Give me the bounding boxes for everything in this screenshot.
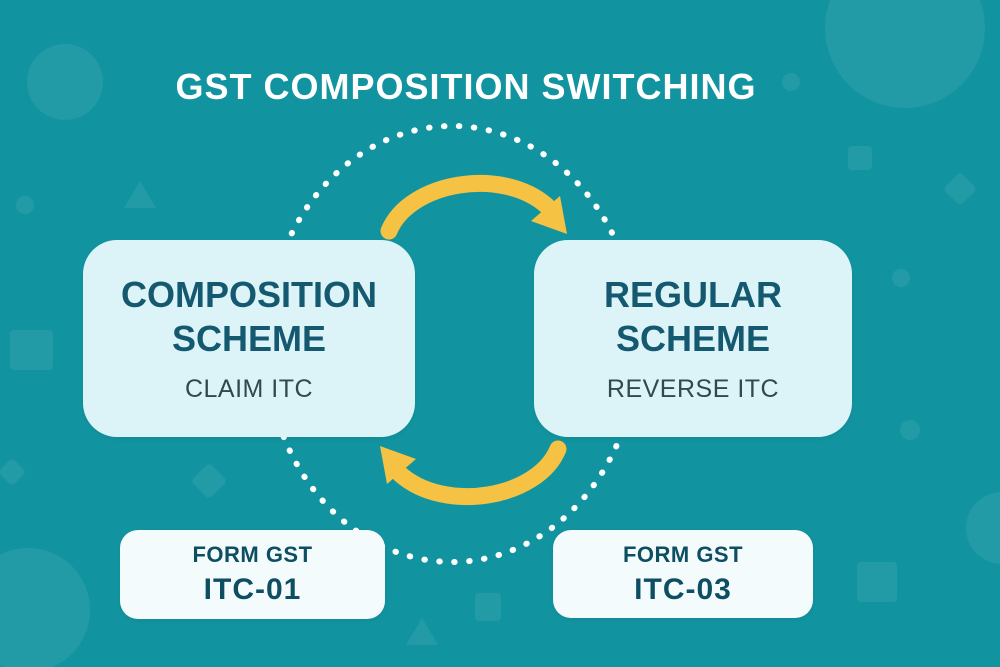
page-title: GST COMPOSITION SWITCHING — [175, 66, 757, 107]
itc01-text: ITC-01 — [203, 573, 302, 606]
decor-square-icon — [857, 562, 897, 602]
decor-circle-icon — [16, 196, 34, 214]
decor-circle-icon — [782, 73, 800, 91]
decor-circle-icon — [900, 420, 920, 440]
form-gst-text: FORM GST — [622, 541, 744, 567]
decor-square-icon — [848, 146, 872, 170]
decor-triangle-icon — [406, 618, 438, 645]
composition-scheme-subtitle: CLAIM ITC — [184, 375, 314, 404]
form-gst-itc01-label: FORM GST ITC-01 — [120, 530, 385, 619]
regular-scheme-subtitle: REVERSE ITC — [606, 375, 780, 404]
regular-scheme-box: REGULAR SCHEME REVERSE ITC — [534, 240, 852, 437]
itc03-text: ITC-03 — [634, 572, 732, 606]
composition-scheme-title: COMPOSITION SCHEME — [120, 273, 377, 359]
top-arrow-icon — [380, 174, 556, 240]
bottom-arrowhead-icon — [380, 446, 416, 484]
form-gst-itc03-label: FORM GST ITC-03 — [553, 530, 813, 618]
decor-triangle-icon — [124, 181, 156, 208]
decor-circle-icon — [27, 44, 103, 120]
top-arrowhead-icon — [531, 196, 567, 234]
decor-circle-icon — [892, 269, 910, 287]
bottom-arrow-icon — [391, 440, 567, 506]
form-gst-text: FORM GST — [192, 542, 313, 567]
decor-square-icon — [10, 330, 53, 370]
composition-scheme-box: COMPOSITION SCHEME CLAIM ITC — [83, 240, 415, 437]
decor-square-icon — [475, 593, 501, 621]
regular-scheme-title: REGULAR SCHEME — [604, 273, 782, 359]
